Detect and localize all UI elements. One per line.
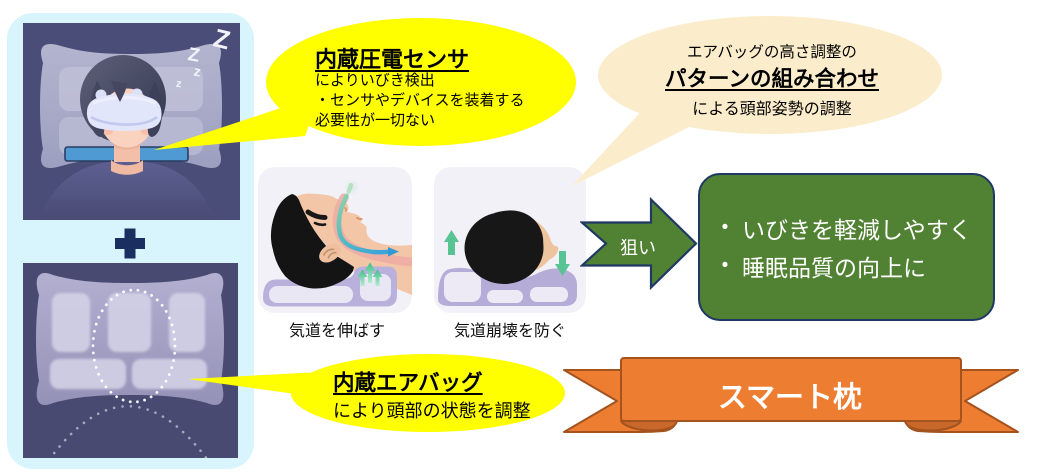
stretch-airway-illustration [263,182,412,307]
bubble-tail [188,372,320,396]
pattern-callout-bubble [572,16,942,186]
airbag-callout-bubble [188,354,565,432]
prevent-collapse-card [434,167,586,313]
bullet-dot-icon: • [721,217,729,238]
bump-inner-pad [360,274,391,301]
eye-mask-icon [86,88,162,131]
airbag-pillow-photo [23,263,238,458]
sleeper-head [80,55,166,148]
head-position-outline [91,288,177,404]
sleeper-body [39,162,215,220]
sensor-callout-body: によりいびき検出 ・センサやデバイスを装着する 必要性が一切ない [315,72,525,129]
stretch-airway-card [258,167,412,313]
ribbon-left-fold [620,420,678,432]
sensor-callout-bubble [154,18,576,150]
ribbon-label: スマート枕 [717,382,863,414]
pattern-callout-top: エアバッグの高さ調整の [687,44,857,61]
bubble-ellipse [266,18,576,146]
bubble-tail [572,102,695,186]
pattern-callout-bottom: による頭部姿勢の調整 [692,101,852,118]
sleeper-profile-hair [270,194,354,289]
ribbon-band [620,357,962,422]
airbag-cells [50,293,207,389]
ribbon-banner [563,357,1019,433]
sleeper-illustration [23,23,240,220]
stretch-airway-caption: 気道を伸ばす [288,323,385,340]
airbag-callout-body: により頭部の状態を調整 [333,401,531,421]
airbag-callout-title: 内蔵エアバッグ [333,371,483,395]
sleeper-photo: Z Z z z [23,23,240,220]
aim-arrow [580,197,698,291]
adjust-arrows [444,230,570,276]
aim-arrow-label: 狙い [620,238,656,258]
result-bullet-1: • いびきを軽減しやすく [712,209,993,247]
prevent-collapse-caption: 気道崩壊を防ぐ [453,323,566,340]
pillow-pads [444,272,568,303]
ribbon-right-fold [904,420,962,432]
ear [319,243,341,263]
airbag-pillow-illustration [23,263,238,458]
prevent-collapse-illustration [438,210,577,306]
result-bullet-2: • 睡眠品質の向上に [712,247,993,285]
pillow-inner-pad [269,286,353,303]
bullet-dot-icon: • [721,255,729,276]
airway-flow-arrow [336,193,392,255]
bubble-ellipse [291,354,565,432]
sensor-callout-title: 内蔵圧電センサ [315,47,470,72]
pattern-callout-title: パターンの組み合わせ [665,67,879,91]
bubble-tail [154,95,320,150]
plus-icon [115,228,145,259]
lift-up-arrows [357,262,383,286]
bubble-ellipse [598,16,942,134]
result-box: • いびきを軽減しやすく • 睡眠品質の向上に [698,173,995,321]
